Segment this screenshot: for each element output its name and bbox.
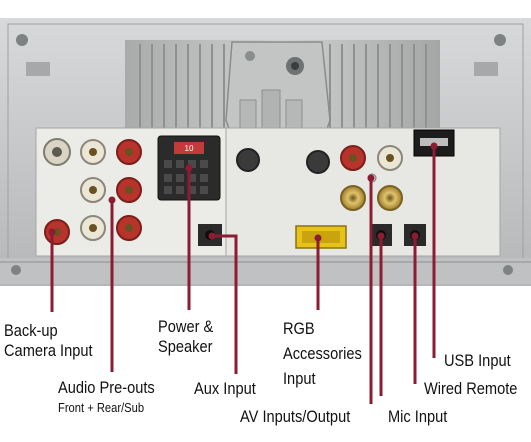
label-rgb-3: Input bbox=[283, 369, 316, 388]
label-av-inputs: AV Inputs/Output bbox=[240, 407, 351, 426]
label-rgb-2: Accessories bbox=[283, 344, 362, 363]
label-audio-preouts: Audio Pre-outs bbox=[58, 378, 155, 397]
label-backup-camera-1: Back-up bbox=[4, 321, 58, 340]
label-usb-input: USB Input bbox=[444, 351, 511, 370]
label-speaker: Speaker bbox=[158, 337, 213, 356]
label-power: Power & bbox=[158, 317, 214, 336]
label-mic-input: Mic Input bbox=[388, 407, 448, 426]
fuse-label: 10 bbox=[185, 144, 194, 153]
leader-lines bbox=[50, 146, 436, 404]
label-backup-camera-2: Camera Input bbox=[4, 341, 93, 360]
label-aux-input: Aux Input bbox=[194, 379, 256, 398]
leader-aux-input bbox=[212, 234, 238, 374]
label-wired-remote: Wired Remote bbox=[424, 379, 518, 398]
label-audio-preouts-sub: Front + Rear/Sub bbox=[58, 400, 145, 415]
av-rca-jacks bbox=[236, 145, 403, 211]
label-rgb-1: RGB bbox=[283, 319, 315, 338]
rca-jacks-left bbox=[43, 138, 142, 245]
